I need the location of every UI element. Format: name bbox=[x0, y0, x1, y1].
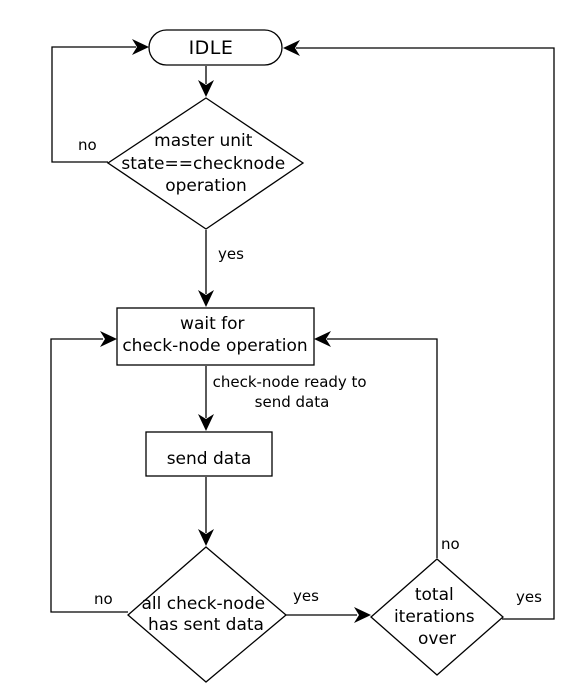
arrowhead-right bbox=[100, 331, 117, 347]
idle-terminal bbox=[148, 29, 283, 66]
idle-label: IDLE bbox=[189, 37, 234, 59]
wait-process-box bbox=[116, 307, 315, 366]
arrowhead-down bbox=[198, 80, 214, 97]
arrowhead-left bbox=[314, 331, 331, 347]
master-state-decision bbox=[106, 97, 305, 230]
edge-iterations-no bbox=[327, 338, 438, 558]
edge-all-sent-no-loop bbox=[50, 338, 128, 613]
arrowhead-down bbox=[198, 414, 214, 431]
arrowhead-down bbox=[198, 529, 214, 546]
arrowhead-left bbox=[283, 40, 300, 56]
all-sent-label: all check-node has sent data bbox=[141, 594, 270, 635]
send-data-box bbox=[145, 431, 273, 477]
all-sent-decision bbox=[127, 546, 288, 683]
wait-process-label: wait for check-node operation bbox=[122, 314, 307, 356]
edge-label-all-sent-no: no bbox=[94, 590, 113, 608]
edge-label-iterations-no: no bbox=[441, 535, 460, 553]
master-state-label: master unit state==checknode operation bbox=[121, 131, 290, 196]
iterations-label: total iterations over bbox=[394, 585, 480, 649]
edge-iterations-yes bbox=[296, 47, 555, 620]
edge-label-master-no: no bbox=[78, 136, 97, 154]
arrowhead-right bbox=[354, 607, 371, 623]
arrowhead-right bbox=[132, 39, 149, 55]
edge-label-master-yes: yes bbox=[218, 245, 244, 263]
edge-label-ready: check-node ready to send data bbox=[213, 373, 372, 411]
arrowhead-down bbox=[198, 290, 214, 307]
edge-label-all-sent-yes: yes bbox=[293, 587, 319, 605]
edge-master-no-loop bbox=[51, 46, 136, 163]
iterations-decision bbox=[370, 558, 504, 676]
edge-label-iterations-yes: yes bbox=[516, 588, 542, 606]
send-data-label: send data bbox=[167, 449, 252, 469]
